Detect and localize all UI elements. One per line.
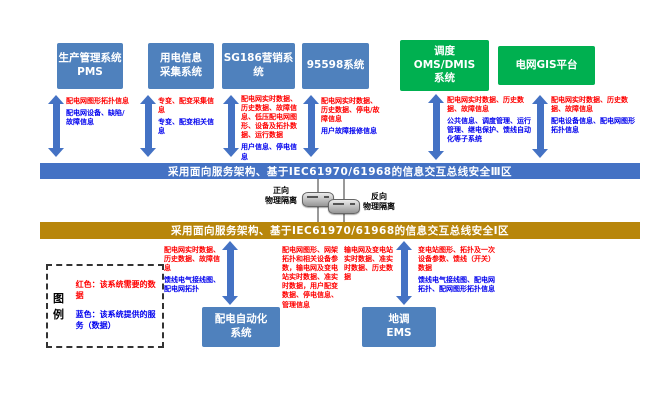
- needed-data-text: 变电站图形、拓扑及一次设备参数、馈线（开关）数据: [418, 246, 495, 273]
- reverse-isolation-label: 反向 物理隔离: [363, 192, 395, 211]
- legend-red-item: 红色：该系统需要的数据: [75, 280, 156, 301]
- flow-arrow-sg186-bus: [223, 95, 239, 157]
- flow-arrow-collection-bus: [140, 95, 156, 157]
- exchange-annotation-collection: 专变、配变采集信息 专变、配变相关信息: [158, 97, 216, 139]
- legend-box: 图例 红色：该系统需要的数据 蓝色：该系统提供的服务（数据）: [46, 264, 164, 348]
- provided-data-text: 专变、配变相关信息: [158, 118, 214, 136]
- system-box-local-dispatch-ems: 地调 EMS: [362, 307, 436, 347]
- provided-data-text: 用户故障报修信息: [321, 127, 377, 136]
- needed-data-text: 配电网实时数据、历史数据、故障信息、低压配电网图形、设备及拓扑数据、运行数据: [241, 95, 297, 140]
- exchange-annotation-dms-left: 配电网实时数据、历史数据、故障信息 馈线电气接线图、配电网拓扑: [164, 246, 220, 297]
- arrow-shaft: [432, 102, 440, 152]
- flow-arrow-oms-bus: [428, 94, 444, 160]
- information-bus-zone1: 采用面向服务架构、基于IEC61970/61968的信息交互总线安全Ⅰ区: [40, 222, 640, 239]
- information-bus-zone3: 采用面向服务架构、基于IEC61970/61968的信息交互总线安全Ⅲ区: [40, 163, 640, 179]
- exchange-annotation-pms: 配电网图形拓扑信息 配电网设备、缺陷/故障信息: [66, 97, 130, 130]
- flow-arrow-bus-ems: [396, 241, 412, 305]
- system-box-distribution-automation: 配电自动化 系统: [202, 307, 280, 347]
- reverse-isolation-device-icon: [328, 199, 360, 214]
- provided-data-text: 馈线电气接线图、配电网拓扑、配网图形拓扑信息: [418, 276, 495, 294]
- needed-data-text: 配电网实时数据、历史数据、故障信息: [164, 246, 220, 273]
- forward-isolation-device-icon: [302, 192, 334, 207]
- arrow-shaft: [536, 103, 544, 150]
- flow-arrow-gis-bus: [532, 95, 548, 158]
- exchange-annotation-gis: 配电网实时数据、历史数据、故障信息 配电设备信息、配电网图形拓扑信息: [551, 96, 639, 138]
- system-box-pms: 生产管理系统 PMS: [57, 43, 123, 89]
- needed-data-text: 配电网实时数据、历史数据、故障信息: [551, 96, 628, 114]
- arrow-shaft: [144, 103, 152, 149]
- arrow-shaft: [226, 249, 234, 297]
- needed-data-text: 专变、配变采集信息: [158, 97, 214, 115]
- system-box-grid-gis-platform: 电网GIS平台: [498, 46, 595, 85]
- provided-data-text: 馈线电气接线图、配电网拓扑: [164, 276, 220, 294]
- system-box-dispatch-oms-dmis: 调度 OMS/DMIS 系统: [400, 40, 489, 91]
- arrow-shaft: [52, 103, 60, 149]
- system-box-electricity-info-collection: 用电信息 采集系统: [148, 43, 214, 89]
- provided-data-text: 用户信息、停电信息: [241, 143, 297, 161]
- exchange-annotation-sg186: 配电网实时数据、历史数据、故障信息、低压配电网图形、设备及拓扑数据、运行数据 用…: [241, 95, 303, 165]
- exchange-annotation-oms: 配电网实时数据、历史数据、故障信息 公共信息、调度管理、运行管理、继电保护、馈线…: [447, 96, 533, 147]
- arrow-shaft: [227, 103, 235, 149]
- needed-data-text: 输电网及变电站实时数据、准实时数据、历史数据: [344, 246, 393, 282]
- provided-data-text: 配电设备信息、配电网图形拓扑信息: [551, 117, 635, 135]
- flow-arrow-pms-bus: [48, 95, 64, 157]
- exchange-annotation-ems-right: 变电站图形、拓扑及一次设备参数、馈线（开关）数据 馈线电气接线图、配电网拓扑、配…: [418, 246, 500, 297]
- provided-data-text: 公共信息、调度管理、运行管理、继电保护、馈线自动化等子系统: [447, 117, 531, 144]
- legend-blue-item: 蓝色：该系统提供的服务（数据）: [75, 310, 156, 330]
- exchange-annotation-dms-right: 配电网图形、网架拓扑和相关设备参数，输电网及变电站实时数据、准实时数据，用户配变…: [282, 246, 340, 313]
- flow-arrow-bus-dms: [222, 241, 238, 305]
- arrow-shaft: [307, 103, 315, 149]
- needed-data-text: 配电网实时数据、历史数据、故障信息: [447, 96, 524, 114]
- needed-data-text: 配电网图形、网架拓扑和相关设备参数，输电网及变电站实时数据、准实时数据，用户配变…: [282, 246, 338, 309]
- provided-data-text: 配电网设备、缺陷/故障信息: [66, 109, 125, 127]
- needed-data-text: 配电网图形拓扑信息: [66, 97, 129, 105]
- exchange-annotation-ems-left: 输电网及变电站实时数据、准实时数据、历史数据: [344, 246, 394, 285]
- forward-isolation-label: 正向 物理隔离: [265, 186, 297, 205]
- exchange-annotation-95598: 配电网实时数据、历史数据、停电/故障信息 用户故障报修信息: [321, 97, 381, 139]
- system-box-95598: 95598系统: [302, 43, 369, 89]
- needed-data-text: 配电网实时数据、历史数据、停电/故障信息: [321, 97, 380, 124]
- legend-title: 图例: [53, 292, 64, 321]
- legend-items: 红色：该系统需要的数据 蓝色：该系统提供的服务（数据）: [76, 280, 157, 331]
- system-box-sg186-marketing: SG186营销系 统: [222, 43, 295, 89]
- flow-arrow-95598-bus: [303, 95, 319, 157]
- arrow-shaft: [400, 249, 408, 297]
